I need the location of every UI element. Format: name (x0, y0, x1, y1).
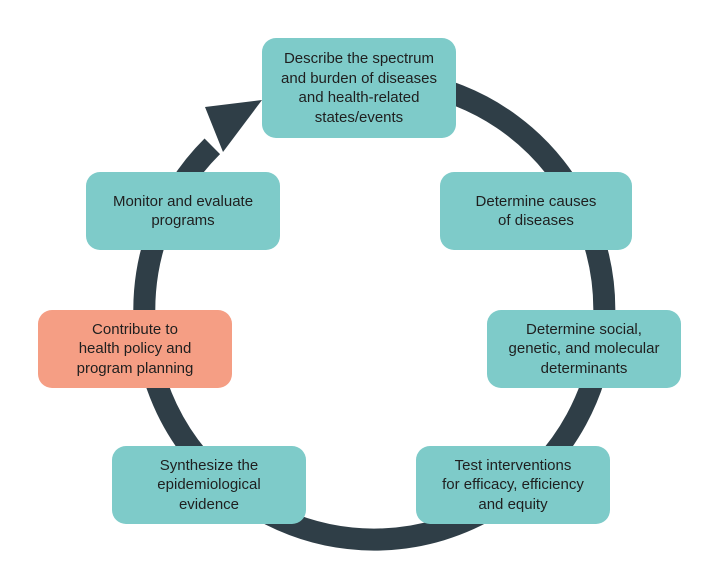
node-determinants: Determine social, genetic, and molecular… (487, 310, 681, 388)
node-monitor: Monitor and evaluate programs (86, 172, 280, 250)
node-policy: Contribute to health policy and program … (38, 310, 232, 388)
node-causes: Determine causes of diseases (440, 172, 632, 250)
node-synthesize: Synthesize the epidemiological evidence (112, 446, 306, 524)
arrow-head-icon (205, 100, 262, 152)
node-interventions: Test interventions for efficacy, efficie… (416, 446, 610, 524)
node-describe: Describe the spectrum and burden of dise… (262, 38, 456, 138)
